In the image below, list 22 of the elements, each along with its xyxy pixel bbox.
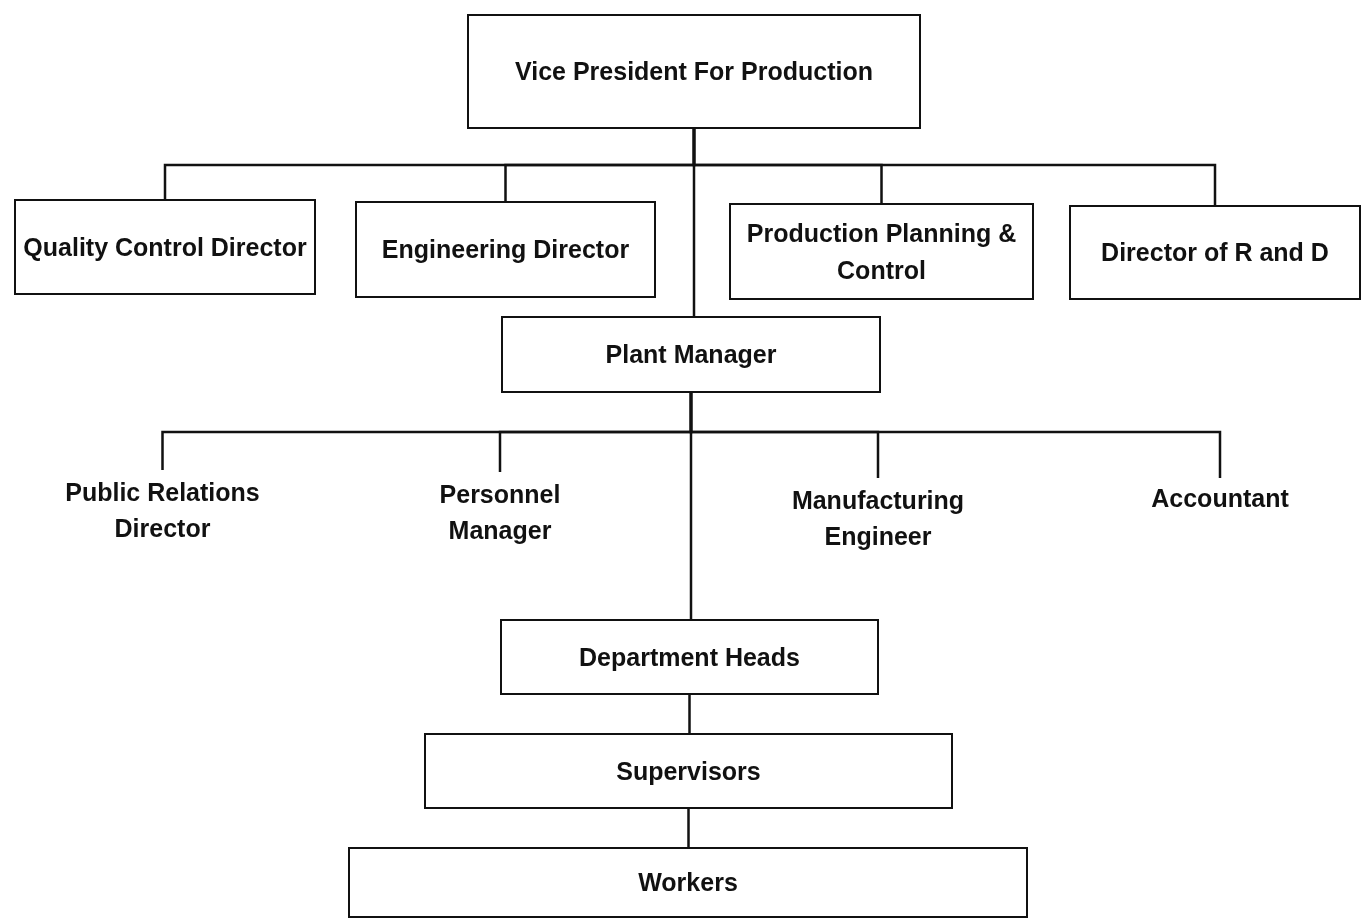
connector-line — [692, 129, 696, 316]
position-title: Quality Control Director — [23, 231, 307, 263]
position-box — [729, 203, 1034, 300]
position-box — [467, 14, 921, 129]
position-title: Department Heads — [579, 641, 800, 673]
position-title: Engineering Director — [381, 234, 630, 266]
position-title: Vice President For Production — [515, 56, 873, 88]
position-box — [14, 199, 316, 295]
connector-line — [689, 393, 693, 619]
position-title: Supervisors — [616, 755, 761, 787]
connector-line — [687, 809, 690, 847]
position-box — [500, 619, 879, 695]
position-box — [348, 847, 1028, 918]
position-box — [1069, 205, 1361, 300]
position-title: Director of R and D — [1101, 237, 1329, 269]
position-box — [355, 201, 656, 298]
connector-line — [688, 695, 691, 733]
position-box — [424, 733, 953, 809]
position-box — [501, 316, 881, 393]
position-title: Workers — [638, 867, 738, 899]
position-title: Production Planning & Control — [745, 218, 1018, 286]
position-title: Plant Manager — [605, 339, 777, 371]
